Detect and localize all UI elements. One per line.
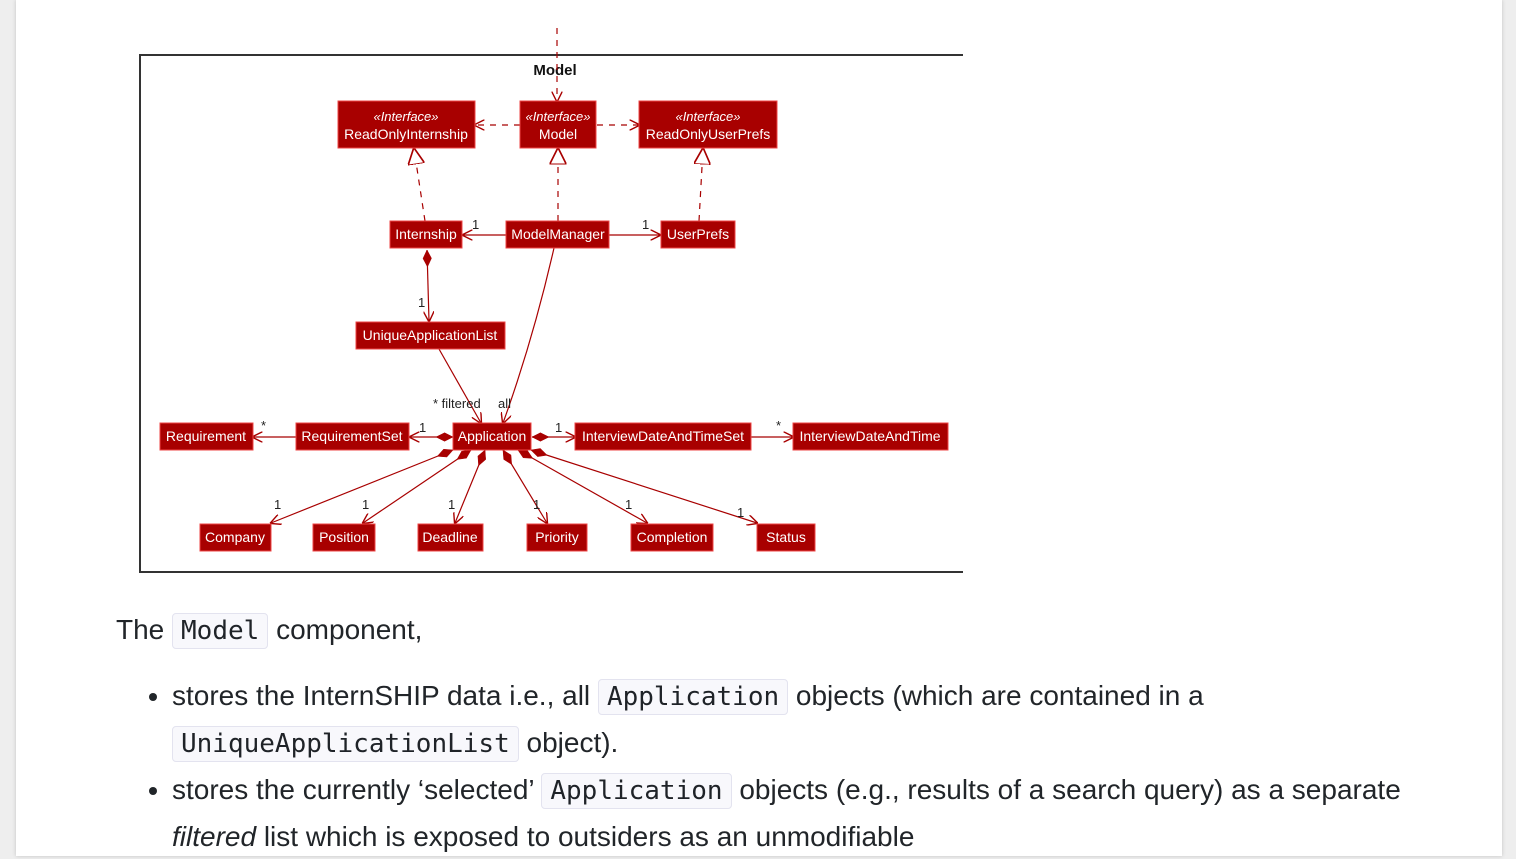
class-internship: Internship — [389, 220, 463, 249]
class-interview-date-and-time: InterviewDateAndTime — [792, 422, 949, 451]
class-application: Application — [452, 422, 532, 451]
mult-requirement-many: * — [261, 418, 266, 433]
mult-priority: 1 — [533, 497, 540, 512]
class-read-only-user-prefs: «Interface» ReadOnlyUserPrefs — [638, 100, 778, 149]
class-deadline: Deadline — [417, 523, 484, 552]
realization-line-userprefs — [699, 149, 703, 222]
composition-app-position — [363, 449, 471, 523]
svg-text:ReadOnlyUserPrefs: ReadOnlyUserPrefs — [646, 126, 771, 142]
mult-internship-list: 1 — [418, 295, 425, 310]
inline-code-application-selected: Application — [541, 773, 732, 809]
svg-text:Status: Status — [766, 529, 806, 545]
svg-text:«Interface»: «Interface» — [373, 109, 438, 124]
svg-text:ModelManager: ModelManager — [511, 226, 605, 242]
inline-code-unique-application-list: UniqueApplicationList — [172, 726, 519, 762]
svg-text:Company: Company — [205, 529, 265, 545]
package-label: Model — [533, 62, 576, 79]
bullet-item-stores-selected: stores the currently ‘selected’ Applicat… — [172, 767, 1416, 859]
svg-text:RequirementSet: RequirementSet — [301, 428, 402, 444]
inline-code-model: Model — [172, 613, 269, 649]
class-requirement-set: RequirementSet — [295, 422, 410, 451]
svg-text:Internship: Internship — [395, 226, 457, 242]
mult-filtered: * filtered — [433, 396, 481, 411]
association-mm-application — [503, 247, 555, 423]
mult-interview-many: * — [776, 418, 781, 433]
mult-status: 1 — [737, 505, 744, 520]
class-priority: Priority — [526, 523, 588, 552]
svg-text:Requirement: Requirement — [166, 428, 246, 444]
document-page: Model — [16, 0, 1502, 856]
class-model-manager: ModelManager — [505, 220, 610, 249]
bullet-item-stores-data: stores the InternSHIP data i.e., all App… — [172, 673, 1416, 767]
class-completion: Completion — [630, 523, 714, 552]
svg-text:InterviewDateAndTimeSet: InterviewDateAndTimeSet — [582, 428, 744, 444]
model-bullet-list: stores the InternSHIP data i.e., all App… — [116, 673, 1416, 859]
svg-text:Priority: Priority — [535, 529, 579, 545]
model-class-diagram: Model — [123, 0, 963, 578]
association-list-application — [438, 348, 481, 423]
mult-position: 1 — [362, 497, 369, 512]
composition-app-deadline — [455, 450, 485, 523]
realization-line-internship — [414, 149, 426, 222]
mult-company: 1 — [274, 497, 281, 512]
class-requirement: Requirement — [159, 422, 254, 451]
svg-text:Completion: Completion — [637, 529, 708, 545]
svg-text:Deadline: Deadline — [422, 529, 477, 545]
model-description: The Model component, stores the InternSH… — [116, 600, 1416, 859]
svg-text:UniqueApplicationList: UniqueApplicationList — [363, 327, 498, 343]
inline-code-application: Application — [597, 679, 789, 715]
svg-text:«Interface»: «Interface» — [675, 109, 740, 124]
svg-text:UserPrefs: UserPrefs — [667, 226, 729, 242]
composition-app-priority — [502, 450, 547, 523]
class-company: Company — [199, 523, 272, 552]
class-model-interface: «Interface» Model — [519, 100, 597, 149]
intro-paragraph: The Model component, — [116, 600, 1416, 661]
class-unique-application-list: UniqueApplicationList — [355, 321, 506, 350]
class-user-prefs: UserPrefs — [660, 220, 736, 249]
composition-app-company — [271, 450, 453, 523]
class-status: Status — [756, 523, 816, 552]
composition-app-completion — [518, 449, 647, 523]
class-position: Position — [312, 523, 376, 552]
mult-completion: 1 — [625, 497, 632, 512]
svg-text:Application: Application — [458, 428, 527, 444]
mult-mm-userprefs: 1 — [642, 217, 649, 232]
package-frame — [139, 54, 963, 573]
composition-internship-list — [427, 250, 429, 321]
mult-app-interview-set: 1 — [555, 420, 562, 435]
composition-app-status — [531, 450, 757, 523]
svg-text:«Interface»: «Interface» — [525, 109, 590, 124]
mult-all: all — [498, 396, 511, 411]
svg-text:InterviewDateAndTime: InterviewDateAndTime — [799, 428, 940, 444]
mult-mm-internship: 1 — [472, 217, 479, 232]
mult-deadline: 1 — [448, 497, 455, 512]
class-read-only-internship: «Interface» ReadOnlyInternship — [337, 100, 476, 149]
svg-text:Model: Model — [539, 126, 577, 142]
class-interview-date-and-time-set: InterviewDateAndTimeSet — [574, 422, 752, 451]
svg-text:ReadOnlyInternship: ReadOnlyInternship — [344, 126, 468, 142]
mult-app-requirement-set: 1 — [419, 420, 426, 435]
svg-text:Position: Position — [319, 529, 369, 545]
